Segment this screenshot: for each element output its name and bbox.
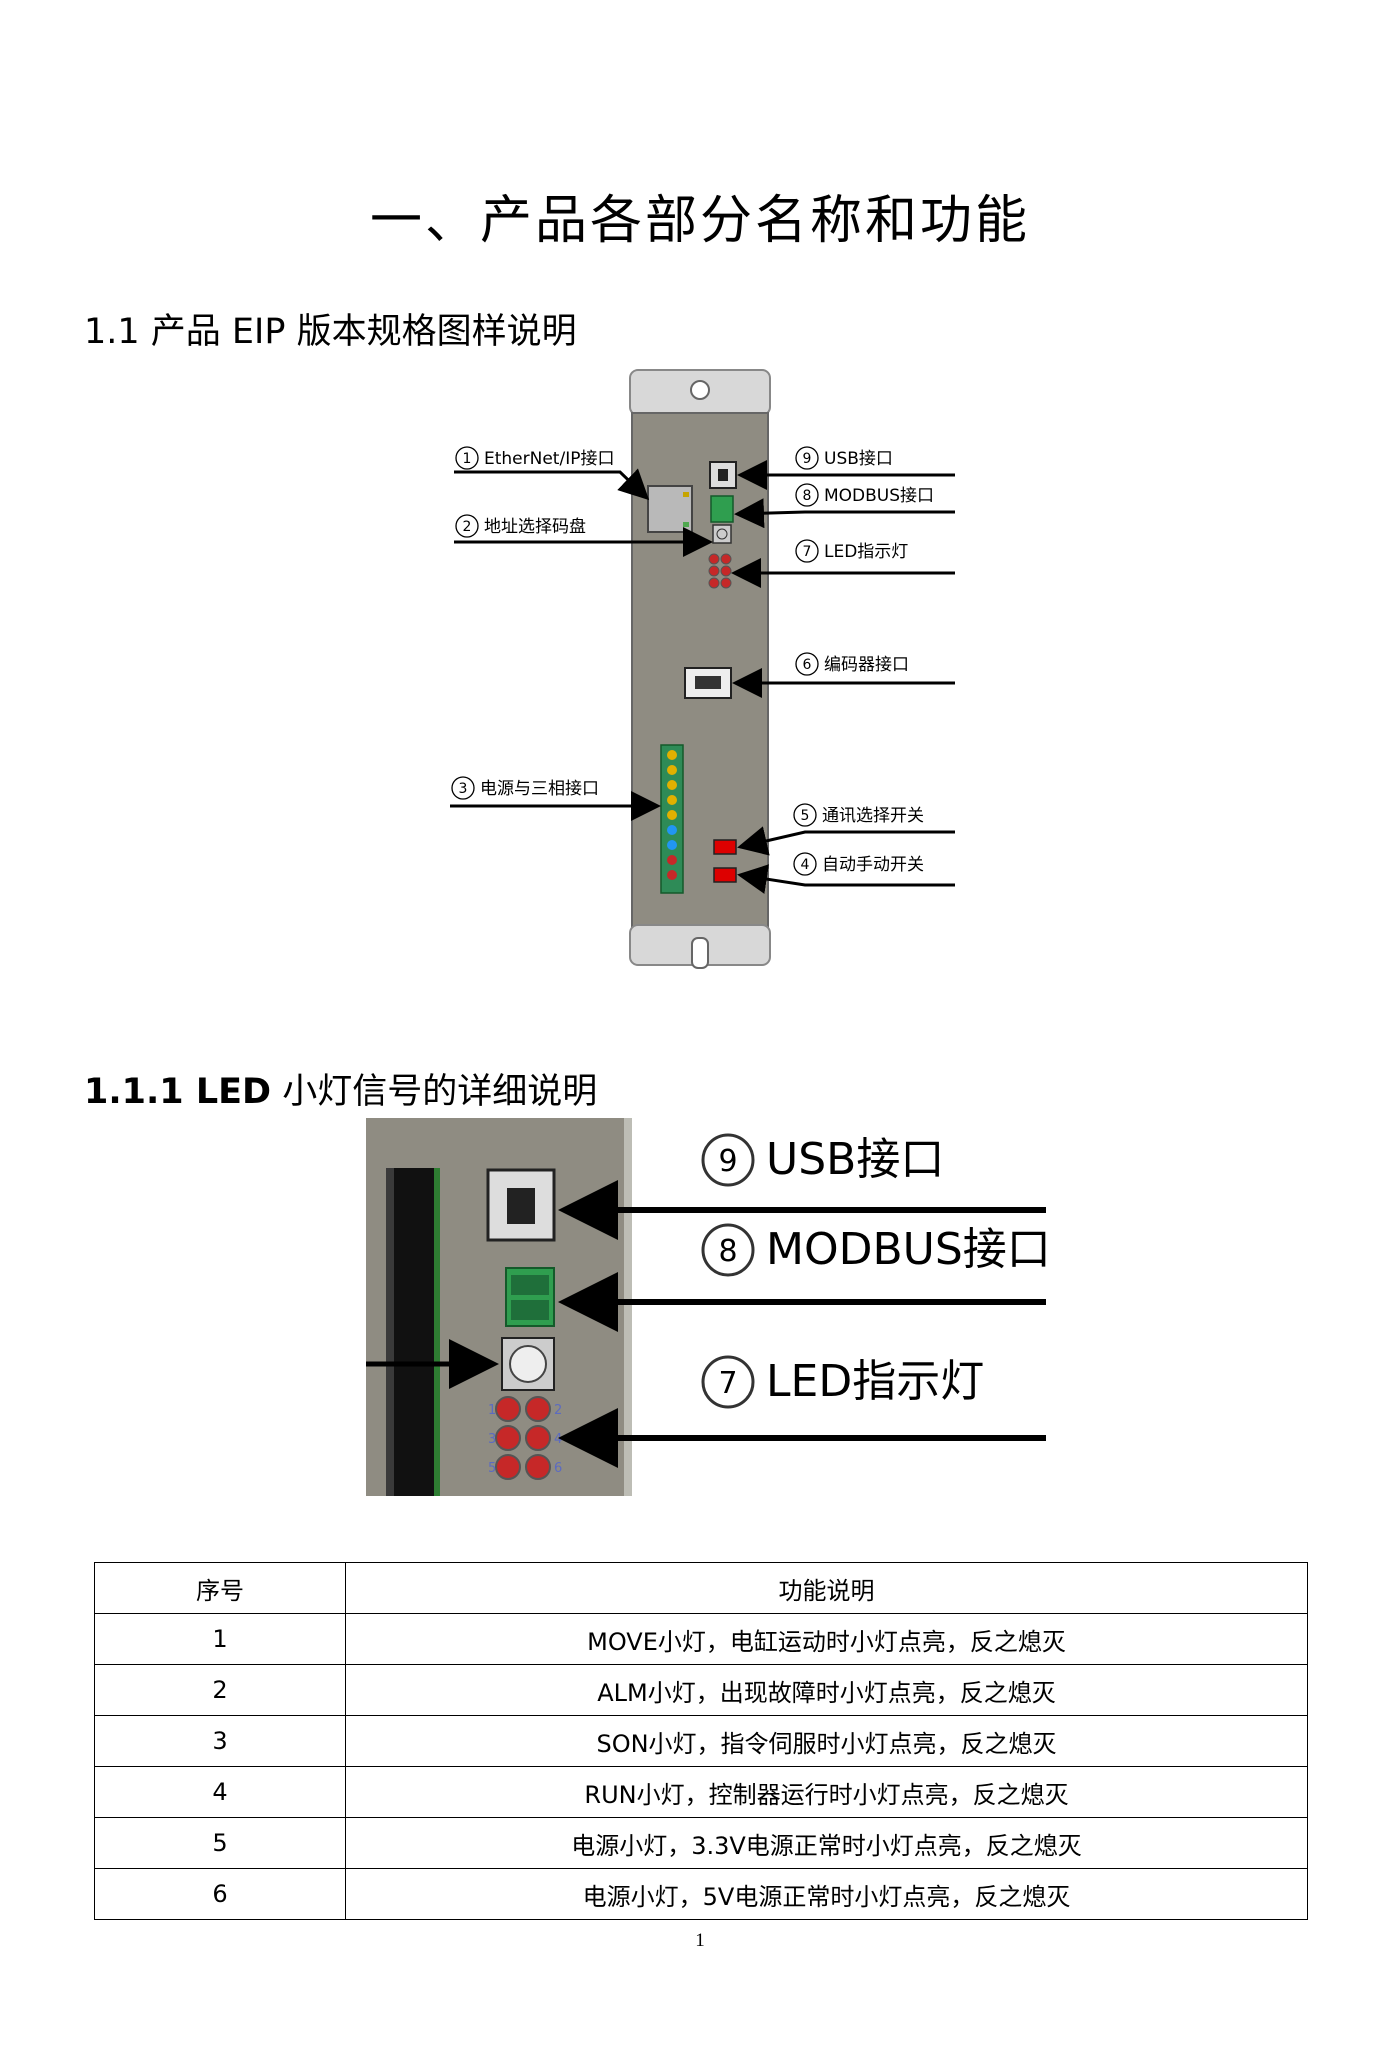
callout-1: 1 EtherNet/IP接口 — [454, 446, 650, 501]
header-description: 功能说明 — [345, 1562, 1308, 1614]
svg-text:编码器接口: 编码器接口 — [824, 655, 909, 675]
svg-text:地址选择码盘: 地址选择码盘 — [484, 517, 586, 537]
page-number: 1 — [695, 1930, 705, 1951]
callout-8: 8 MODBUS接口 — [558, 1223, 1051, 1332]
row-description: ALM小灯，出现故障时小灯点亮，反之熄灭 — [345, 1664, 1308, 1716]
callout-7: 7 LED指示灯 — [558, 1355, 1046, 1468]
row-description: 电源小灯，3.3V电源正常时小灯点亮，反之熄灭 — [345, 1817, 1308, 1869]
address-dial — [712, 524, 732, 544]
callout-2: 2 地址选择码盘 — [454, 514, 713, 557]
led-number: 2 — [554, 1403, 562, 1418]
row-description: 电源小灯，5V电源正常时小灯点亮，反之熄灭 — [345, 1868, 1308, 1920]
led-number: 4 — [554, 1432, 562, 1447]
table-row: 6 电源小灯，5V电源正常时小灯点亮，反之熄灭 — [94, 1868, 1308, 1920]
section-heading: 1.1 产品 EIP 版本规格图样说明 — [84, 312, 577, 352]
svg-text:9: 9 — [803, 451, 812, 467]
led-detail-diagram: 1 2 3 4 5 6 9 USB接口 8 MODBUS接口 7 LED指示灯 — [366, 1118, 1051, 1496]
callout-5: 5 通讯选择开关 — [737, 803, 955, 856]
row-index: 1 — [94, 1613, 346, 1665]
svg-text:7: 7 — [803, 544, 812, 560]
svg-text:4: 4 — [801, 857, 810, 873]
comm-select-switch — [713, 839, 737, 855]
callout-number: 1 — [463, 451, 472, 467]
svg-text:5: 5 — [801, 808, 810, 824]
svg-text:3: 3 — [459, 781, 468, 797]
header-index: 序号 — [94, 1562, 346, 1614]
svg-text:自动手动开关: 自动手动开关 — [822, 855, 924, 875]
led-number: 5 — [488, 1461, 496, 1476]
callout-9: 9 USB接口 — [737, 446, 955, 490]
svg-text:MODBUS接口: MODBUS接口 — [766, 1224, 1051, 1275]
svg-text:USB接口: USB接口 — [766, 1134, 944, 1185]
led-4 — [525, 1425, 551, 1451]
svg-text:MODBUS接口: MODBUS接口 — [824, 486, 934, 506]
callout-9: 9 USB接口 — [558, 1133, 1046, 1240]
row-description: RUN小灯，控制器运行时小灯点亮，反之熄灭 — [345, 1766, 1308, 1818]
table-row: 4 RUN小灯，控制器运行时小灯点亮，反之熄灭 — [94, 1766, 1308, 1818]
led-number: 3 — [488, 1432, 496, 1447]
subsection-heading: 1.1.1 LED 小灯信号的详细说明 — [84, 1063, 597, 1114]
table-row: 1 MOVE小灯，电缸运动时小灯点亮，反之熄灭 — [94, 1613, 1308, 1665]
row-description: MOVE小灯，电缸运动时小灯点亮，反之熄灭 — [345, 1613, 1308, 1665]
led-3 — [495, 1425, 521, 1451]
table-row: 3 SON小灯，指令伺服时小灯点亮，反之熄灭 — [94, 1715, 1308, 1767]
usb-port — [486, 1168, 556, 1242]
row-index: 6 — [94, 1868, 346, 1920]
callout-3: 3 电源与三相接口 — [450, 776, 661, 821]
row-index: 5 — [94, 1817, 346, 1869]
svg-text:电源与三相接口: 电源与三相接口 — [480, 779, 599, 799]
row-index: 3 — [94, 1715, 346, 1767]
callout-8: 8 MODBUS接口 — [734, 483, 955, 529]
led-1 — [495, 1396, 521, 1422]
svg-text:7: 7 — [718, 1366, 737, 1401]
led-5 — [495, 1454, 521, 1480]
svg-text:8: 8 — [803, 488, 812, 504]
mount-slot-icon — [691, 937, 709, 969]
led-function-table: 序号 功能说明 1 MOVE小灯，电缸运动时小灯点亮，反之熄灭 2 ALM小灯，… — [94, 1562, 1308, 1920]
svg-text:9: 9 — [718, 1144, 737, 1179]
subsection-text: 小灯信号的详细说明 — [271, 1072, 598, 1112]
svg-text:通讯选择开关: 通讯选择开关 — [822, 806, 924, 826]
svg-text:2: 2 — [463, 519, 472, 535]
svg-text:8: 8 — [718, 1234, 737, 1269]
led-6 — [525, 1454, 551, 1480]
callout-7: 7 LED指示灯 — [731, 539, 955, 588]
led-number: 6 — [554, 1461, 562, 1476]
subsection-number: 1.1.1 LED — [84, 1072, 272, 1112]
callout-6: 6 编码器接口 — [732, 652, 955, 698]
led-cluster — [708, 553, 732, 589]
row-index: 2 — [94, 1664, 346, 1716]
led-number: 1 — [488, 1403, 496, 1418]
table-row: 2 ALM小灯，出现故障时小灯点亮，反之熄灭 — [94, 1664, 1308, 1716]
controller-front-diagram: 1 EtherNet/IP接口 2 地址选择码盘 3 电源与三相接口 9 USB… — [450, 369, 955, 969]
table-header-row: 序号 功能说明 — [94, 1562, 1308, 1614]
svg-text:6: 6 — [803, 657, 812, 673]
callout-label: EtherNet/IP接口 — [484, 449, 614, 469]
row-index: 4 — [94, 1766, 346, 1818]
callout-4: 4 自动手动开关 — [737, 852, 955, 894]
led-2 — [525, 1396, 551, 1422]
auto-manual-switch — [713, 867, 737, 883]
row-description: SON小灯，指令伺服时小灯点亮，反之熄灭 — [345, 1715, 1308, 1767]
table-row: 5 电源小灯，3.3V电源正常时小灯点亮，反之熄灭 — [94, 1817, 1308, 1869]
svg-text:LED指示灯: LED指示灯 — [766, 1356, 984, 1407]
svg-text:LED指示灯: LED指示灯 — [824, 542, 908, 562]
svg-text:USB接口: USB接口 — [824, 449, 893, 469]
side-dark-bar — [394, 1168, 436, 1496]
mount-hole-icon — [690, 380, 710, 400]
page-title: 一、产品各部分名称和功能 — [369, 191, 1030, 251]
modbus-connector — [710, 495, 734, 523]
